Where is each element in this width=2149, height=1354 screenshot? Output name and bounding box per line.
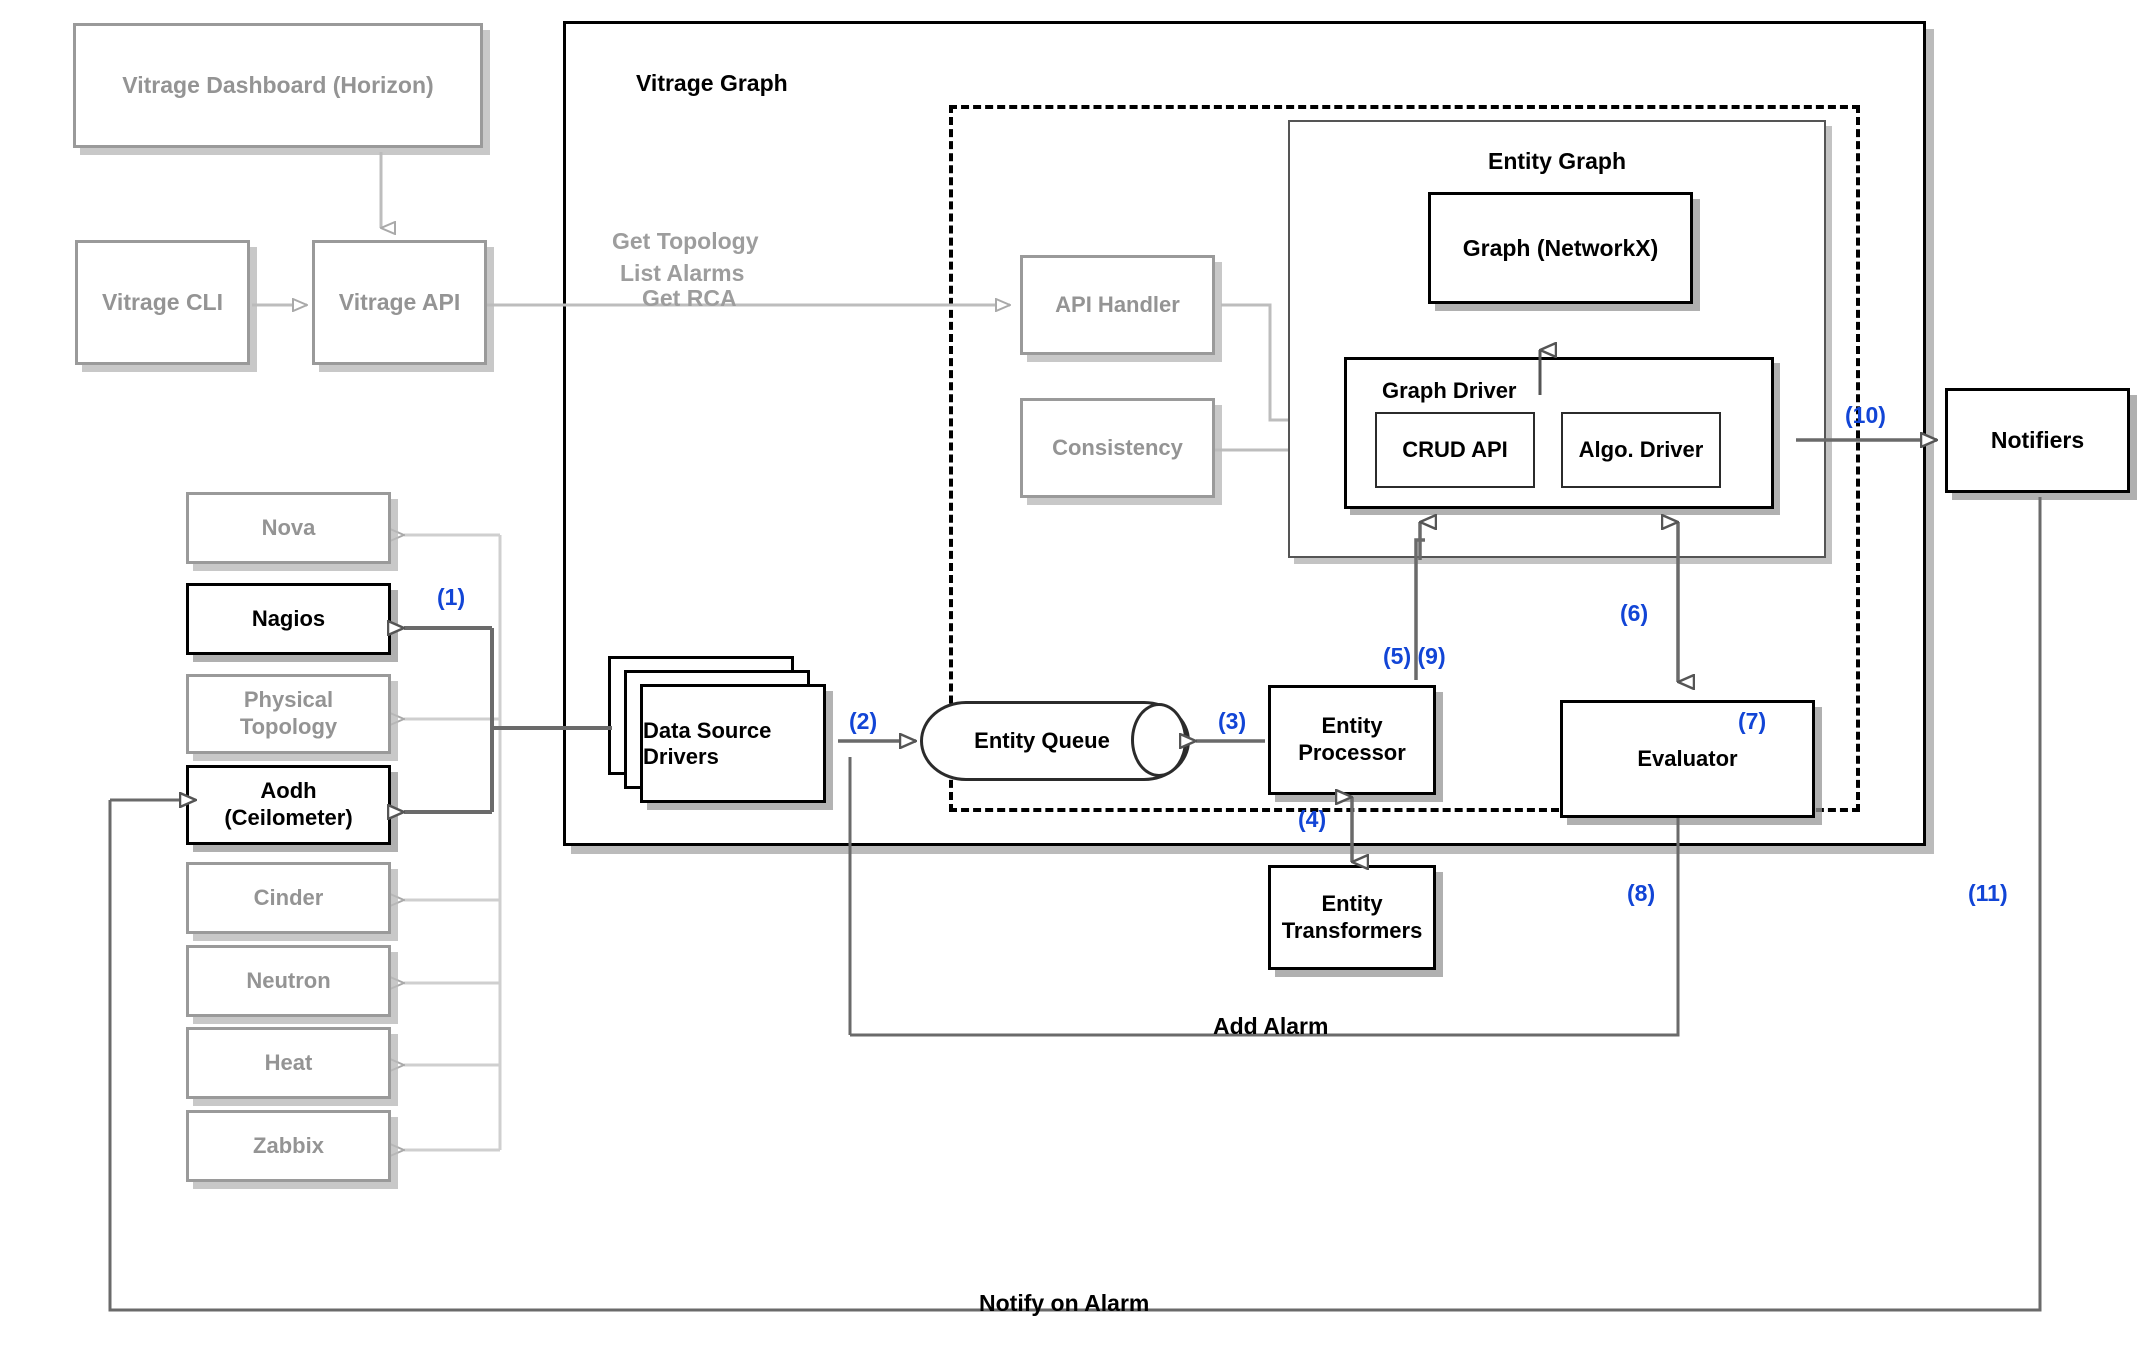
datasource-aodh-label: Aodh (Ceilometer) [224, 778, 353, 830]
vitrage-dashboard-label: Vitrage Dashboard (Horizon) [122, 72, 434, 99]
step-label-11: (11) [1968, 880, 2008, 906]
step-label-3: (3) [1218, 708, 1247, 734]
datasource-cinder-label: Cinder [253, 884, 324, 910]
vitrage-cli-box[interactable]: Vitrage CLI [75, 240, 250, 365]
datasource-nagios[interactable]: Nagios [186, 583, 391, 655]
networkx-graph-label: Graph (NetworkX) [1462, 234, 1659, 261]
data-source-drivers-label: Data Source Drivers [643, 717, 772, 769]
vitrage-api-label: Vitrage API [338, 289, 461, 316]
step-label-10: (10) [1845, 402, 1886, 428]
datasource-cinder[interactable]: Cinder [186, 862, 391, 934]
api-call-get-topology: Get Topology [612, 228, 759, 254]
entity-transformers-box[interactable]: Entity Transformers [1268, 865, 1436, 970]
datasource-zabbix-label: Zabbix [253, 1132, 324, 1158]
notify-on-alarm-label: Notify on Alarm [979, 1290, 1150, 1316]
step-label-1: (1) [437, 584, 466, 610]
datasource-heat[interactable]: Heat [186, 1027, 391, 1099]
api-handler-box[interactable]: API Handler [1020, 255, 1215, 355]
evaluator-box[interactable]: Evaluator [1560, 700, 1815, 818]
datasource-nagios-label: Nagios [251, 605, 326, 631]
datasource-heat-label: Heat [264, 1049, 313, 1075]
step-label-4: (4) [1298, 806, 1327, 832]
consistency-label: Consistency [1052, 434, 1183, 460]
entity-processor-box[interactable]: Entity Processor [1268, 685, 1436, 795]
data-source-drivers-stack[interactable]: Data Source Drivers [608, 656, 838, 819]
datasource-nova-label: Nova [261, 514, 316, 540]
notifiers-box[interactable]: Notifiers [1945, 388, 2130, 493]
vitrage-cli-label: Vitrage CLI [102, 289, 223, 316]
datasource-neutron-label: Neutron [246, 967, 331, 993]
datasource-zabbix[interactable]: Zabbix [186, 1110, 391, 1182]
step-label-5-9: (5) (9) [1383, 643, 1446, 669]
step-label-2: (2) [849, 708, 878, 734]
evaluator-label: Evaluator [1637, 745, 1738, 771]
datasource-neutron[interactable]: Neutron [186, 945, 391, 1017]
datasource-aodh[interactable]: Aodh (Ceilometer) [186, 765, 391, 845]
networkx-graph-box[interactable]: Graph (NetworkX) [1428, 192, 1693, 304]
crud-api-box[interactable]: CRUD API [1375, 412, 1535, 488]
algo-driver-box[interactable]: Algo. Driver [1561, 412, 1721, 488]
vitrage-api-box[interactable]: Vitrage API [312, 240, 487, 365]
vitrage-dashboard-box[interactable]: Vitrage Dashboard (Horizon) [73, 23, 483, 148]
add-alarm-label: Add Alarm [1213, 1013, 1329, 1039]
api-handler-label: API Handler [1055, 291, 1180, 317]
data-source-drivers-card-front[interactable]: Data Source Drivers [640, 684, 826, 803]
entity-processor-label: Entity Processor [1298, 713, 1406, 765]
entity-graph-title: Entity Graph [1487, 148, 1626, 174]
step-label-7: (7) [1738, 708, 1767, 734]
entity-queue-cylinder[interactable]: Entity Queue [920, 701, 1190, 781]
crud-api-label: CRUD API [1402, 436, 1508, 462]
api-call-list-alarms: List Alarms [620, 260, 745, 286]
entity-transformers-label: Entity Transformers [1281, 890, 1423, 943]
algo-driver-label: Algo. Driver [1578, 436, 1704, 462]
datasource-nova[interactable]: Nova [186, 492, 391, 564]
entity-queue-label: Entity Queue [974, 728, 1110, 753]
step-label-8: (8) [1627, 880, 1656, 906]
graph-driver-title: Graph Driver [1382, 378, 1517, 403]
notifiers-label: Notifiers [1990, 427, 2085, 454]
vitrage-graph-title: Vitrage Graph [636, 70, 788, 96]
datasource-physical-topology-label: Physical Topology [239, 687, 338, 739]
consistency-box[interactable]: Consistency [1020, 398, 1215, 498]
step-label-6: (6) [1620, 600, 1649, 626]
api-call-get-rca: Get RCA [642, 285, 737, 311]
datasource-physical-topology[interactable]: Physical Topology [186, 674, 391, 754]
